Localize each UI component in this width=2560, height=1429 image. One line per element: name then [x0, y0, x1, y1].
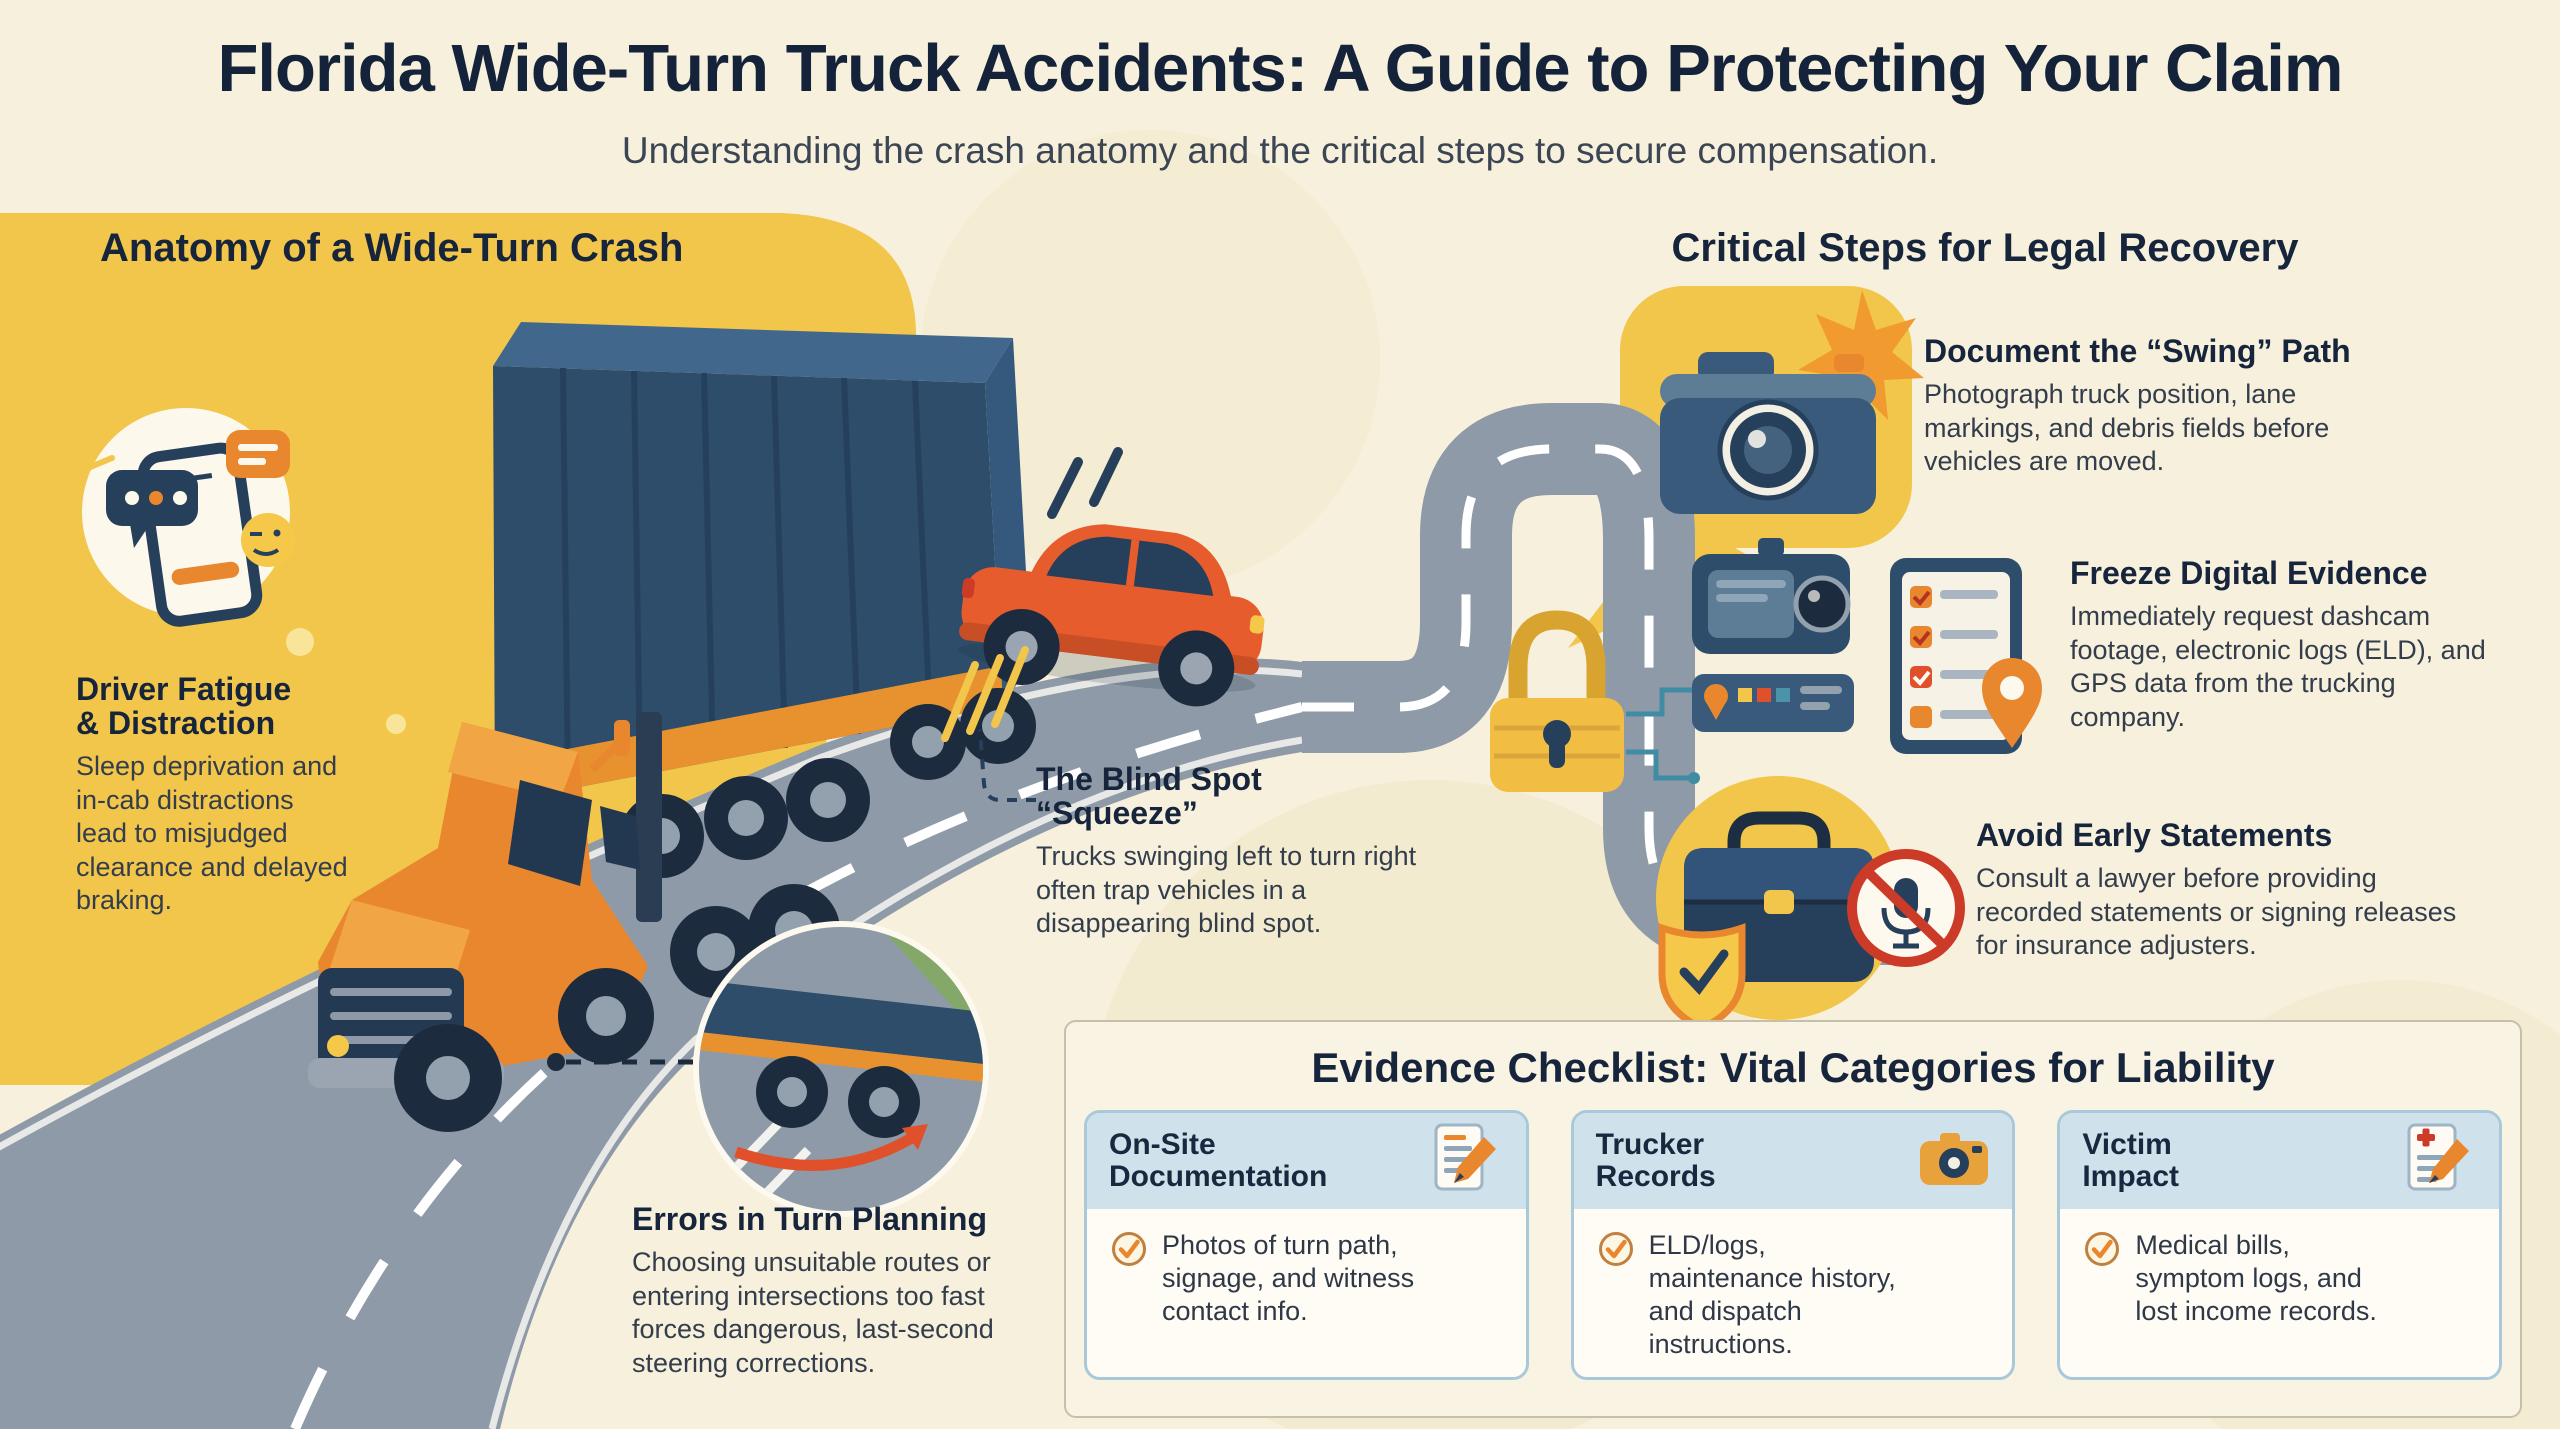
- recovery-step-document-swing: Document the “Swing” Path Photograph tru…: [1924, 334, 2374, 479]
- evidence-card-title: On-Site Documentation: [1109, 1127, 1328, 1193]
- camera-icon: [1660, 290, 1924, 514]
- phone-distraction-icon: [82, 408, 295, 627]
- anatomy-item-title: Driver Fatigue & Distraction: [76, 671, 292, 742]
- anatomy-item-blind-spot: The Blind Spot “Squeeze” Trucks swinging…: [1036, 762, 1428, 941]
- recovery-step-description: Immediately request dashcam footage, ele…: [2070, 601, 2486, 732]
- impact-marks-icon: [1047, 447, 1123, 519]
- medical-document-icon: [2407, 1123, 2470, 1191]
- evidence-card-on-site: On-Site Documentation Photos of turn pat…: [1084, 1110, 1529, 1380]
- document-pencil-icon: [1434, 1123, 1496, 1191]
- evidence-card-trucker-records: Trucker Records ELD/logs, maintenance hi…: [1570, 1110, 2016, 1380]
- dashcam-icon: [1692, 538, 1851, 654]
- check-icon: [1112, 1232, 1146, 1266]
- check-icon: [1598, 1232, 1633, 1266]
- evidence-card-item: Medical bills, symptom logs, and lost in…: [2135, 1230, 2377, 1326]
- evidence-checklist-cards: On-Site Documentation Photos of turn pat…: [1066, 1110, 2520, 1380]
- anatomy-item-description: Trucks swinging left to turn right often…: [1036, 841, 1417, 939]
- anatomy-item-title: Errors in Turn Planning: [632, 1201, 987, 1237]
- anatomy-item-driver-fatigue: Driver Fatigue & Distraction Sleep depri…: [76, 672, 348, 918]
- evidence-checklist-panel: Evidence Checklist: Vital Categories for…: [1064, 1020, 2522, 1418]
- recovery-step-freeze-evidence: Freeze Digital Evidence Immediately requ…: [2070, 556, 2500, 734]
- no-mic-icon: [1847, 849, 1965, 967]
- evidence-card-title: Trucker Records: [1595, 1127, 1716, 1193]
- check-icon: [2085, 1232, 2120, 1266]
- recovery-step-description: Consult a lawyer before providing record…: [1976, 863, 2457, 961]
- truck-trailer: [493, 322, 1031, 803]
- recovery-heading: Critical Steps for Legal Recovery: [1671, 226, 2299, 270]
- page-subtitle: Understanding the crash anatomy and the …: [621, 130, 1939, 171]
- shield-check-icon: [1658, 923, 1746, 1032]
- anatomy-item-description: Choosing unsuitable routes or entering i…: [632, 1247, 994, 1378]
- evidence-card-victim-impact: Victim Impact Medical bills, sym: [2057, 1110, 2503, 1380]
- anatomy-item-description: Sleep deprivation and in-cab distraction…: [76, 751, 348, 916]
- evidence-card-item: Photos of turn path, signage, and witnes…: [1162, 1230, 1415, 1326]
- page-title: Florida Wide-Turn Truck Accidents: A Gui…: [217, 31, 2344, 106]
- blind-spot-connector: [978, 729, 1036, 802]
- camera-records-icon: [1920, 1133, 1989, 1185]
- eld-gps-device-icon: [1692, 674, 1854, 732]
- recovery-step-title: Freeze Digital Evidence: [2070, 555, 2428, 591]
- anatomy-item-turn-planning: Errors in Turn Planning Choosing unsuita…: [632, 1202, 1034, 1380]
- recovery-step-description: Photograph truck position, lane markings…: [1924, 379, 2330, 477]
- evidence-card-item: ELD/logs, maintenance history, and dispa…: [1648, 1230, 1896, 1359]
- recovery-step-title: Document the “Swing” Path: [1924, 333, 2351, 369]
- evidence-checklist-heading: Evidence Checklist: Vital Categories for…: [1311, 1044, 2275, 1091]
- recovery-step-avoid-statements: Avoid Early Statements Consult a lawyer …: [1976, 818, 2481, 963]
- turn-detail-inset-icon: [693, 921, 989, 1217]
- anatomy-heading: Anatomy of a Wide-Turn Crash: [100, 226, 684, 270]
- anatomy-item-title: The Blind Spot “Squeeze”: [1036, 761, 1262, 832]
- inset-connector: [547, 1053, 694, 1071]
- crashed-car: [957, 524, 1265, 707]
- evidence-card-title: Victim Impact: [2082, 1127, 2180, 1193]
- skid-marks-icon: [941, 646, 1029, 742]
- tablet-checklist-icon: [1890, 558, 2042, 754]
- recovery-step-title: Avoid Early Statements: [1976, 817, 2333, 853]
